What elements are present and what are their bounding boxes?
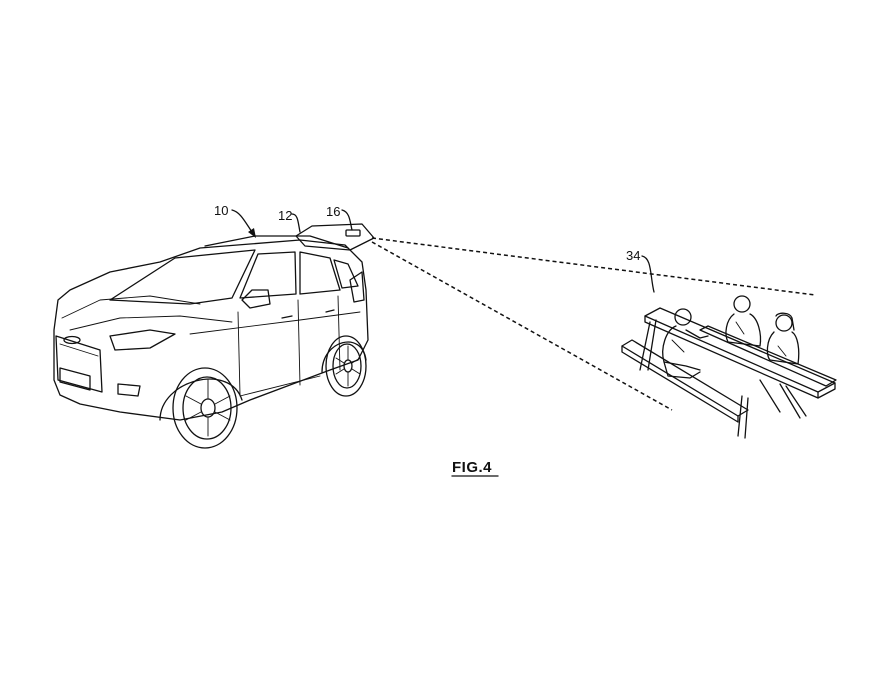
ref-label-projector: 16	[326, 204, 340, 219]
vehicle-drawing	[53, 223, 375, 449]
ref-label-projection-surface: 34	[626, 248, 640, 263]
reference-16: 16	[326, 204, 353, 231]
figure-caption-text: FIG.4	[452, 459, 492, 476]
reference-34: 34	[626, 248, 655, 293]
reference-12: 12	[278, 208, 301, 233]
ref-label-liftgate: 12	[278, 208, 292, 223]
picnic-table-scene	[621, 295, 837, 439]
reference-10: 10	[214, 203, 256, 238]
ref-label-vehicle: 10	[214, 203, 228, 218]
figure-caption: FIG.4	[451, 459, 499, 477]
projection-beam	[371, 237, 816, 411]
arrow-head-icon	[248, 228, 256, 238]
